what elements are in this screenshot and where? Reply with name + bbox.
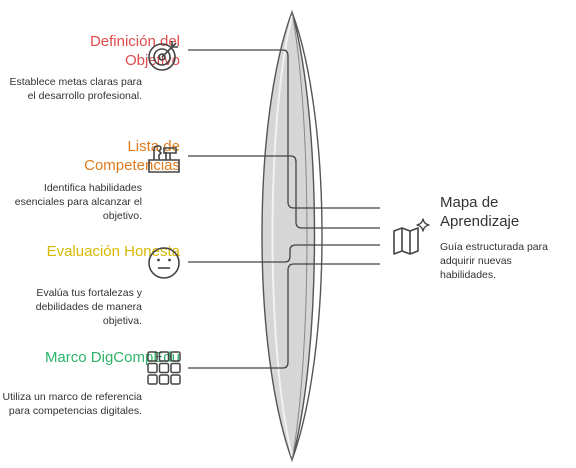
- connector-objetivo: [188, 49, 380, 209]
- item-title-evaluacion: Evaluación Honesta: [46, 243, 180, 260]
- item-desc-competencias: Identifica habilidades esenciales para a…: [14, 182, 142, 222]
- target-icon: [148, 41, 178, 71]
- neutral-face-icon: [148, 247, 180, 279]
- item-desc-evaluacion: Evalúa tus fortalezas y debilidades de m…: [35, 287, 142, 327]
- toolbox-icon: [148, 145, 180, 173]
- connector-evaluacion: [188, 244, 380, 263]
- item-title-competencias: Lista de Competencias: [84, 138, 180, 174]
- lens: [261, 9, 323, 463]
- result-title: Mapa de Aprendizaje: [440, 194, 520, 230]
- grid-icon: [147, 351, 181, 385]
- item-title-marco: Marco DigCompEdu: [44, 349, 180, 366]
- item-desc-objetivo: Establece metas claras para el desarroll…: [9, 76, 142, 102]
- connector-competencias: [188, 155, 380, 229]
- result-desc: Guía estructurada para adquirir nuevas h…: [440, 241, 548, 281]
- lens-mid-edge: [291, 11, 308, 461]
- connector-marco: [188, 263, 380, 369]
- item-title-objetivo: Definición del Objetivo: [89, 33, 180, 69]
- lens-back-edge: [291, 11, 323, 461]
- lens-highlight: [271, 15, 293, 457]
- item-desc-marco: Utiliza un marco de referencia para comp…: [2, 391, 142, 417]
- map-sparkle-icon: [393, 218, 430, 255]
